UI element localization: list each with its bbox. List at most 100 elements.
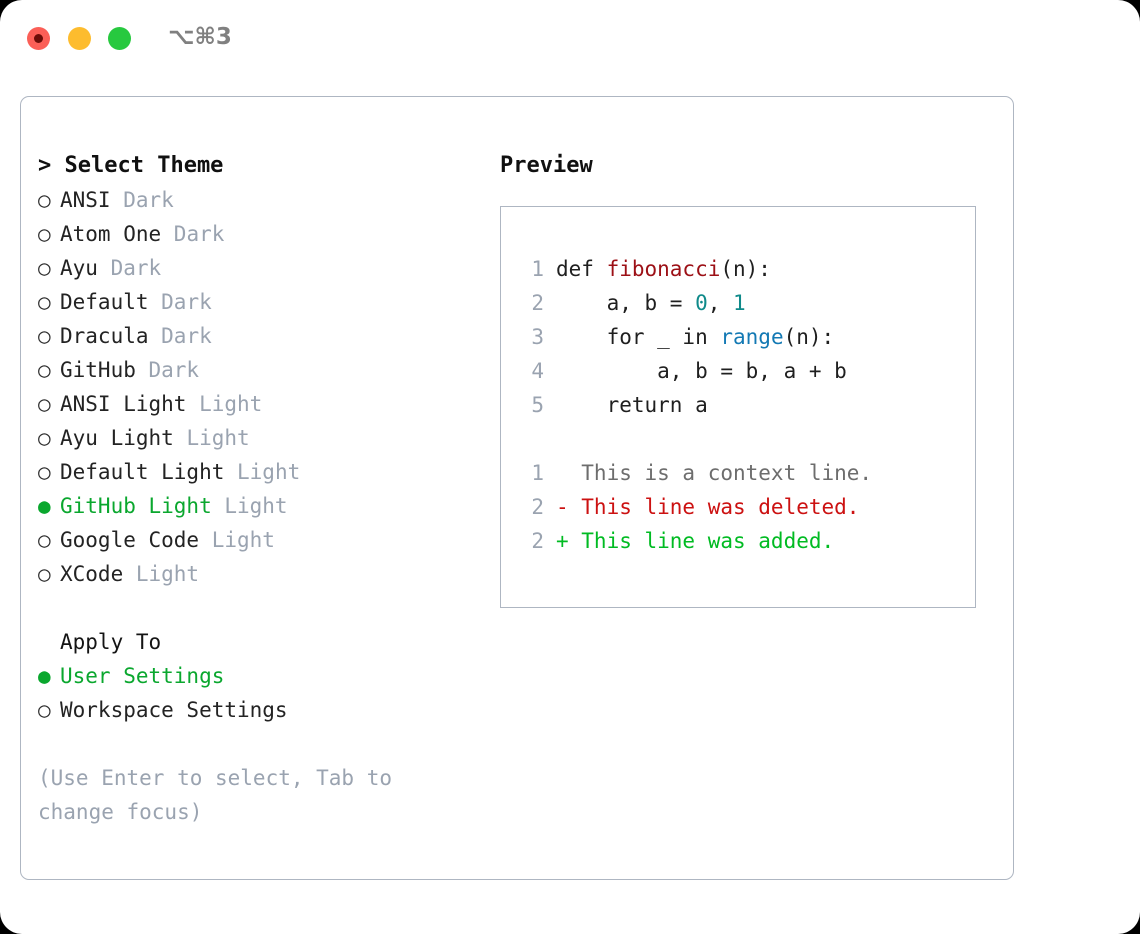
theme-option-variant-tag: Light	[211, 494, 288, 518]
theme-option-variant-tag: Dark	[161, 222, 225, 246]
keyboard-hint-text: (Use Enter to select, Tab to change focu…	[38, 766, 405, 824]
code-token: 0	[695, 291, 708, 315]
theme-option-variant-tag: Light	[186, 392, 263, 416]
apply-to-option-label: User Settings	[60, 664, 225, 688]
code-token: for _ in	[556, 325, 721, 349]
theme-option-variant-tag: Light	[199, 528, 275, 552]
line-number: 2	[531, 529, 544, 553]
code-line: 5 return a	[518, 388, 872, 422]
minimize-window-button[interactable]	[68, 27, 91, 50]
line-number: 2	[531, 291, 544, 315]
line-number: 3	[531, 325, 544, 349]
theme-option-label: Atom One	[60, 222, 162, 246]
code-token: a, b =	[556, 291, 696, 315]
radio-unselected-icon: ○	[38, 358, 51, 382]
code-token: (n):	[720, 257, 771, 281]
theme-option-github-light[interactable]: ● GitHub Light Light	[38, 489, 478, 523]
theme-selector-column: > Select Theme ○ANSI Dark○Atom One Dark○…	[38, 149, 478, 829]
close-window-button[interactable]	[27, 27, 50, 50]
diff-line: 1 This is a context line.	[518, 456, 872, 490]
apply-to-option-user-settings[interactable]: ● User Settings	[38, 659, 478, 693]
radio-unselected-icon: ○	[38, 426, 51, 450]
theme-option-xcode[interactable]: ○ XCode Light	[38, 557, 478, 591]
code-token: return a	[556, 393, 708, 417]
radio-unselected-icon: ○	[38, 324, 51, 348]
diff-line: 2 + This line was added.	[518, 524, 872, 558]
theme-option-label: XCode	[60, 562, 124, 586]
radio-unselected-icon: ○	[38, 222, 51, 246]
theme-option-label: Ayu Light	[60, 426, 174, 450]
radio-unselected-icon: ○	[38, 290, 51, 314]
theme-option-google-code[interactable]: ○Google Code Light	[38, 523, 478, 557]
theme-list[interactable]: ○ ANSI Dark ○ Atom One Dark ○ Ayu Dark ○ Defaul…	[38, 183, 478, 591]
radio-unselected-icon: ○	[38, 562, 51, 586]
code-token: 1	[733, 291, 746, 315]
diff-line: 2 - This line was deleted.	[518, 490, 872, 524]
code-token: fibonacci	[606, 257, 721, 281]
theme-option-variant-tag: Light	[173, 426, 250, 450]
code-token: def	[556, 257, 607, 281]
theme-option-ayu[interactable]: ○ Ayu Dark	[38, 251, 478, 285]
list-spacer	[38, 591, 478, 625]
code-line: 4 a, b = b, a + b	[518, 354, 872, 388]
radio-unselected-icon: ○	[38, 392, 51, 416]
theme-option-ayu-light[interactable]: ○ Ayu Light Light	[38, 421, 478, 455]
theme-option-github[interactable]: ○GitHub Dark	[38, 353, 478, 387]
code-token: a, b = b, a + b	[556, 359, 847, 383]
theme-option-dracula[interactable]: ○ Dracula Dark	[38, 319, 478, 353]
theme-option-label: Default Light	[60, 460, 225, 484]
theme-option-label: ANSI	[60, 188, 111, 212]
radio-unselected-icon: ○	[38, 460, 51, 484]
line-number: 2	[531, 495, 544, 519]
code-line: 2 a, b = 0, 1	[518, 286, 872, 320]
theme-option-label: ANSI Light	[60, 392, 187, 416]
theme-option-variant-tag: Dark	[148, 290, 212, 314]
preview-heading: Preview	[500, 153, 593, 178]
select-theme-heading: > Select Theme	[38, 153, 224, 178]
code-diff-separator	[518, 422, 872, 456]
radio-unselected-icon: ○	[38, 698, 51, 722]
theme-option-variant-tag: Dark	[148, 324, 212, 348]
keyboard-shortcut-label: ⌥⌘3	[168, 24, 232, 50]
code-token: + This line was added.	[556, 529, 835, 553]
content-panel: > Select Theme ○ANSI Dark○Atom One Dark○…	[20, 96, 1014, 880]
code-token: - This line was deleted.	[556, 495, 860, 519]
line-number: 1	[531, 257, 544, 281]
theme-option-variant-tag: Dark	[110, 188, 174, 212]
theme-option-label: GitHub Light	[60, 494, 212, 518]
apply-to-list[interactable]: ● User Settings ○ Workspace Settings	[38, 659, 478, 727]
radio-selected-icon: ●	[38, 494, 51, 518]
code-token: (n):	[783, 325, 835, 349]
code-token: ,	[707, 291, 734, 315]
theme-option-default[interactable]: ○ Default Dark	[38, 285, 478, 319]
theme-option-variant-tag: Light	[123, 562, 200, 586]
code-token: This is a context line.	[556, 461, 873, 485]
line-number: 1	[531, 461, 544, 485]
theme-option-label: GitHub	[60, 358, 136, 382]
maximize-window-button[interactable]	[108, 27, 131, 50]
title-bar: ⌥⌘3	[0, 0, 1140, 78]
line-number: 5	[531, 393, 544, 417]
hint-spacer	[38, 727, 478, 761]
theme-option-label: Default	[60, 290, 149, 314]
line-number: 4	[531, 359, 544, 383]
radio-selected-icon: ●	[38, 664, 51, 688]
radio-unselected-icon: ○	[38, 256, 51, 280]
theme-option-default-light[interactable]: ○Default Light Light	[38, 455, 478, 489]
radio-unselected-icon: ○	[38, 528, 51, 552]
apply-to-option-workspace-settings[interactable]: ○ Workspace Settings	[38, 693, 478, 727]
code-line: 1 def fibonacci(n):	[518, 252, 872, 286]
theme-option-label: Dracula	[60, 324, 149, 348]
radio-unselected-icon: ○	[38, 188, 51, 212]
theme-option-label: Ayu	[60, 256, 98, 280]
theme-option-atom-one[interactable]: ○ Atom One Dark	[38, 217, 478, 251]
theme-option-ansi[interactable]: ○ ANSI Dark	[38, 183, 478, 217]
theme-option-variant-tag: Dark	[97, 256, 162, 280]
code-token: range	[720, 325, 784, 349]
theme-option-ansi-light[interactable]: ○ ANSI Light Light	[38, 387, 478, 421]
apply-to-option-label: Workspace Settings	[60, 698, 288, 722]
apply-to-heading: Apply To	[60, 630, 162, 654]
